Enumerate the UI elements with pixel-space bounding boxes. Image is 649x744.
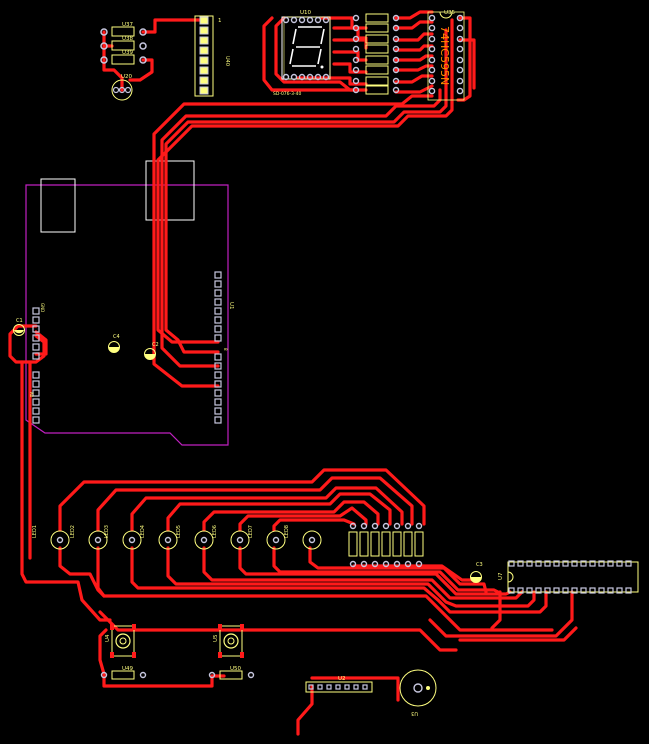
led2-label: LED2 bbox=[70, 525, 76, 538]
led4-label: LED4 bbox=[140, 525, 146, 538]
u38-label: U38 bbox=[122, 36, 134, 42]
led8-label: LED8 bbox=[284, 525, 290, 538]
led5-label: LED5 bbox=[176, 525, 182, 538]
usb-connector-outline bbox=[40, 178, 76, 233]
capacitor-c4 bbox=[108, 341, 120, 353]
led-1 bbox=[50, 530, 70, 550]
led-7 bbox=[266, 530, 286, 550]
buzzer-u3 bbox=[399, 669, 437, 707]
u37-label: U37 bbox=[122, 22, 134, 28]
u40-label: U40 bbox=[224, 56, 230, 66]
led-5 bbox=[194, 530, 214, 550]
u1-label: U1 bbox=[228, 302, 234, 310]
u5-label: U5 bbox=[213, 634, 219, 642]
capacitor-c2 bbox=[144, 348, 156, 360]
led-resistor-array bbox=[348, 522, 424, 568]
led7-label: LED7 bbox=[248, 525, 254, 538]
a0-label: A0 bbox=[29, 392, 34, 398]
arduino-board-outline bbox=[25, 184, 229, 446]
copper-traces bbox=[8, 10, 578, 736]
seg-part-label: SD-076-3-40 bbox=[273, 91, 302, 97]
shift-register-74hc595 bbox=[427, 11, 465, 101]
ic-u7 bbox=[507, 560, 639, 594]
resistor-u49 bbox=[100, 670, 147, 680]
gnd-label: GND bbox=[40, 303, 45, 312]
led3-label: LED3 bbox=[104, 525, 110, 538]
u2-label: U2 bbox=[338, 676, 346, 682]
resistor-array-top-left bbox=[100, 26, 147, 65]
u7-label: U7 bbox=[498, 572, 504, 580]
connector-u2 bbox=[305, 681, 373, 693]
u40-pin-header bbox=[194, 15, 214, 97]
power-jack-outline bbox=[145, 160, 195, 221]
u39-label: U39 bbox=[122, 50, 134, 56]
segment-resistor-array bbox=[352, 13, 400, 95]
led-4 bbox=[158, 530, 178, 550]
push-button-u5 bbox=[218, 624, 244, 658]
header-pin1-label: 1 bbox=[218, 18, 222, 24]
u49-label: U49 bbox=[122, 666, 134, 672]
u20-label: U20 bbox=[121, 74, 133, 80]
u4-label: U4 bbox=[105, 634, 111, 642]
ic-595-label: 74HC595N bbox=[438, 26, 451, 85]
seven-segment-display bbox=[281, 16, 331, 81]
u3-label: U3 bbox=[411, 710, 418, 716]
led1-label: LED1 bbox=[32, 525, 38, 538]
arduino-digital-header bbox=[214, 271, 222, 424]
u20-transistor bbox=[111, 79, 133, 101]
capacitor-c1 bbox=[13, 324, 25, 336]
capacitor-c3 bbox=[470, 571, 482, 583]
push-button-u4 bbox=[110, 624, 136, 658]
led-row bbox=[50, 530, 322, 550]
u50-label: U50 bbox=[230, 666, 242, 672]
led-8 bbox=[302, 530, 322, 550]
c2-label: C2 bbox=[152, 342, 159, 348]
led-6 bbox=[230, 530, 250, 550]
c3-label: C3 bbox=[476, 562, 483, 568]
arduino-power-header bbox=[32, 307, 40, 424]
u10-label: U10 bbox=[300, 10, 312, 16]
c1-label: C1 bbox=[16, 318, 23, 324]
c4-label: C4 bbox=[113, 334, 120, 340]
led6-label: LED6 bbox=[212, 525, 218, 538]
led-2 bbox=[88, 530, 108, 550]
u35-label: U35 bbox=[444, 10, 456, 16]
resistor-u50 bbox=[208, 670, 255, 680]
d8-label: 8 bbox=[223, 348, 228, 351]
led-3 bbox=[122, 530, 142, 550]
